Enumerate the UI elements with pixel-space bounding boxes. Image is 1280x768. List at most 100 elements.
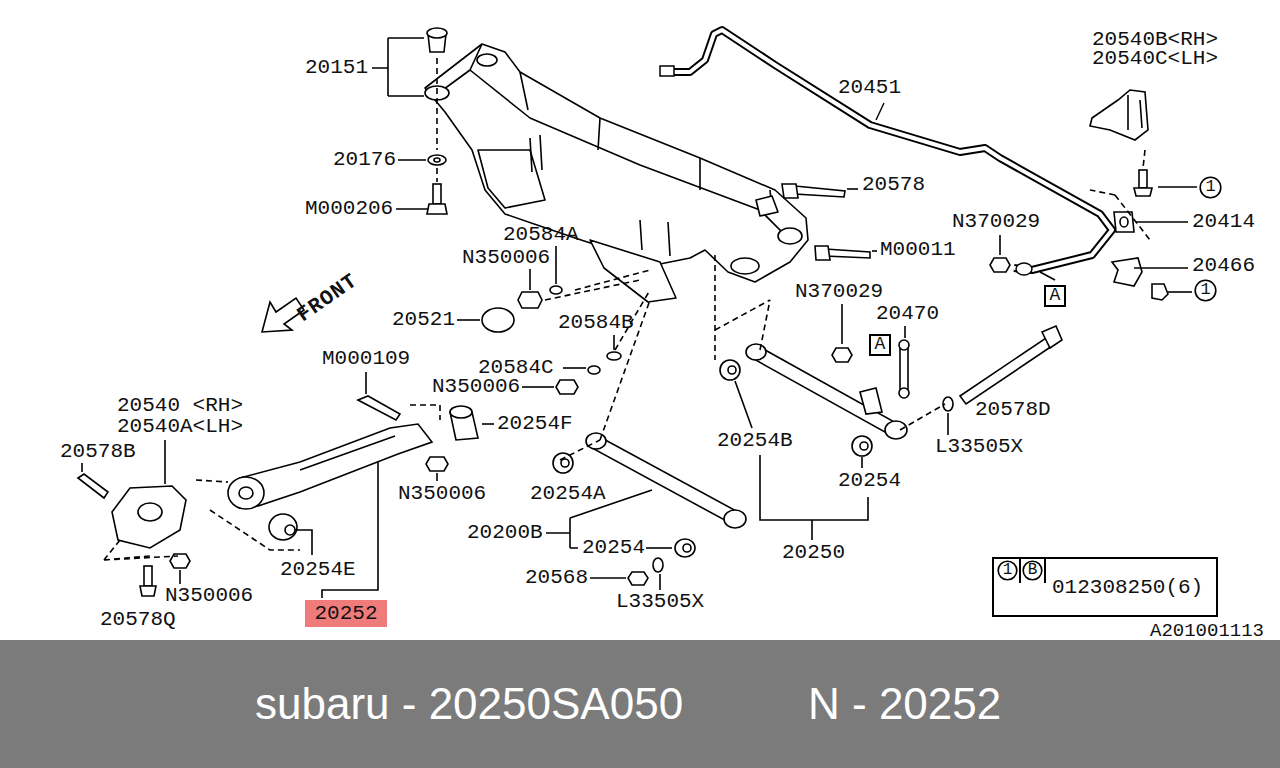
mount-parts	[372, 28, 447, 214]
stabilizer-mounts	[1158, 186, 1197, 188]
caption-band: subaru - 20250SA050N - 20252	[0, 640, 1280, 768]
crossmember-hardware	[518, 292, 542, 308]
crossmember	[520, 72, 700, 190]
stabilizer-mounts	[1112, 258, 1142, 286]
table-dividers	[1020, 558, 1045, 583]
part-number: N370029	[795, 280, 883, 304]
lateral-links	[852, 436, 872, 456]
mount-parts	[433, 184, 441, 204]
trailing-arm	[239, 487, 253, 499]
lateral-links	[832, 348, 852, 362]
mount-parts	[427, 204, 447, 214]
mount-parts	[372, 38, 428, 209]
part-number: 20414	[1192, 210, 1255, 234]
part-number: 20200B	[467, 521, 543, 545]
arm-bracket	[140, 586, 156, 596]
trailing-arm	[295, 530, 312, 555]
part-number: 20578B	[60, 440, 136, 464]
part-number: 20451	[838, 76, 901, 100]
reference-box: A	[1044, 285, 1066, 307]
highlight-box: 20252	[305, 600, 387, 627]
trailing-arm	[436, 473, 438, 481]
part-number: N350006	[462, 246, 550, 270]
lateral-links	[904, 326, 906, 338]
lateral-links	[675, 539, 695, 557]
crossmember-hardware	[545, 270, 650, 350]
stabilizer-mounts	[1134, 267, 1188, 269]
part-number: 20254	[838, 469, 901, 493]
node-text: 1	[1003, 562, 1013, 580]
lateral-links	[683, 544, 691, 552]
lateral-links	[590, 577, 626, 579]
crossmember-hardware	[782, 184, 798, 198]
part-number: 20176	[333, 148, 396, 172]
stabilizer-mounts	[990, 90, 1197, 300]
node-text: subaru - 20250SA050	[255, 680, 683, 728]
crossmember-hardware	[550, 286, 562, 294]
reference-box: A	[869, 334, 891, 356]
trailing-arm	[358, 396, 400, 420]
stabilizer-mounts	[1168, 291, 1192, 293]
lateral-links	[746, 344, 766, 360]
lateral-links	[752, 346, 898, 436]
lateral-links	[885, 421, 907, 439]
trailing-arm	[228, 477, 264, 509]
part-number: M00011	[880, 238, 956, 262]
lateral-links	[899, 388, 909, 398]
mount-parts	[436, 58, 438, 182]
node-text: A	[1050, 286, 1061, 306]
circled-number: 1	[1194, 279, 1217, 302]
part-number: 20568	[525, 566, 588, 590]
stabilizer-bar	[662, 30, 1112, 270]
lateral-links	[899, 340, 909, 350]
node-text: 012308250(6)	[1052, 576, 1203, 599]
trailing-arm	[269, 514, 297, 540]
crossmember-hardware	[872, 250, 877, 252]
lateral-links	[947, 413, 949, 435]
trailing-arm	[300, 436, 395, 470]
crossmember-hardware	[847, 188, 858, 190]
part-number: 20584A	[503, 223, 579, 247]
lateral-links	[860, 442, 868, 450]
circle-outline	[998, 561, 1017, 580]
lateral-links	[646, 547, 672, 549]
spec-table: 012308250(6) 1B	[992, 557, 1218, 617]
crossmember	[756, 196, 778, 216]
crossmember	[731, 258, 759, 274]
stabilizer-mounts	[1134, 188, 1152, 196]
part-number: N350006	[165, 584, 253, 608]
stabilizer-mounts	[1139, 170, 1147, 188]
part-number: 20540 <RH>	[117, 394, 243, 418]
part-number: 20578	[862, 173, 925, 197]
lateral-links	[1042, 326, 1062, 348]
lateral-links	[841, 304, 843, 344]
crossmember-hardware	[825, 249, 870, 258]
arm-bracket	[112, 486, 186, 548]
part-number: A201001113	[1150, 619, 1264, 643]
lateral-links	[586, 433, 606, 449]
node-text: B	[1028, 562, 1038, 580]
lateral-links	[720, 360, 740, 380]
lateral-links	[560, 255, 945, 460]
lateral-links	[728, 366, 736, 374]
circle-outline	[1023, 561, 1042, 580]
mount-parts	[427, 28, 447, 38]
arm-bracket	[170, 554, 190, 568]
circled-number: 1	[1199, 176, 1222, 199]
lateral-links	[546, 255, 1062, 590]
crossmember	[425, 44, 808, 302]
lateral-links	[960, 338, 1052, 404]
crossmember	[477, 54, 497, 66]
mount-parts	[428, 155, 446, 165]
lateral-links	[553, 453, 573, 473]
lateral-links	[735, 381, 868, 540]
circle-outline	[1195, 280, 1216, 301]
part-number: 20254F	[497, 412, 573, 436]
stabilizer-bar	[662, 30, 1112, 270]
stabilizer-bar	[660, 66, 674, 76]
part-number: 20466	[1192, 254, 1255, 278]
part-number: N350006	[398, 482, 486, 506]
node-text: 1	[1200, 281, 1210, 300]
part-number: 20151	[305, 56, 368, 80]
